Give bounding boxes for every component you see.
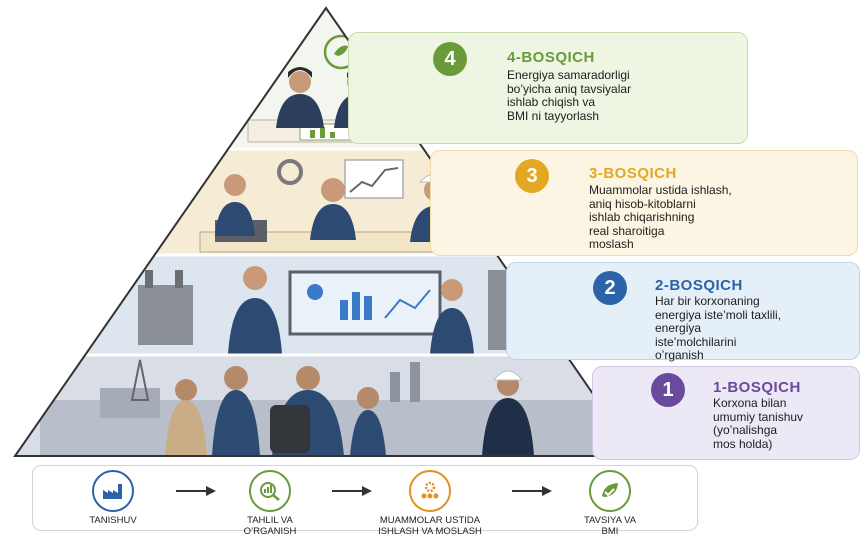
tier1-scene (40, 359, 600, 456)
arrow-right-icon (332, 486, 372, 496)
leaf-check-icon (589, 470, 631, 512)
stage-4-number-badge: 4 (433, 42, 467, 76)
arrow-right-icon (176, 486, 216, 496)
stage-4-title: 4-BOSQICH (507, 49, 595, 66)
analysis-icon (249, 470, 291, 512)
stage-3-number-badge: 3 (515, 159, 549, 193)
stage-2-number-badge: 2 (593, 271, 627, 305)
flow-step-label: TANISHUV (89, 515, 137, 526)
stage-2-title: 2-BOSQICH (655, 277, 743, 294)
team-gear-icon (409, 470, 451, 512)
arrow-right-icon (512, 486, 552, 496)
factory-icon (92, 470, 134, 512)
stage-1-number-badge: 1 (651, 373, 685, 407)
tier3-scene (199, 159, 501, 253)
process-flow-bar (32, 465, 698, 531)
stage-3-card: 3 3-BOSQICH Muammolar ustida ishlash,ani… (430, 150, 858, 256)
stage-3-description: Muammolar ustida ishlash,aniq hisob-kito… (589, 183, 732, 251)
flow-step-tanishuv: TANISHUV (58, 470, 168, 526)
stage-1-title: 1-BOSQICH (713, 379, 801, 396)
stage-3-title: 3-BOSQICH (589, 165, 677, 182)
